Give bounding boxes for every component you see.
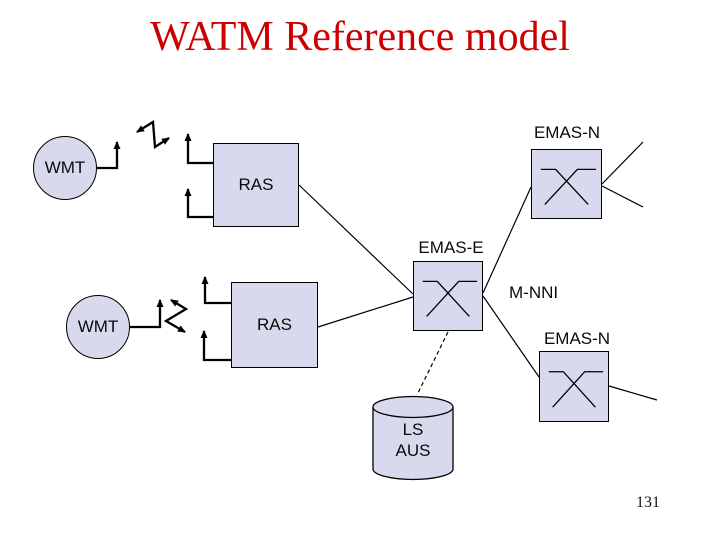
node-wmt-bottom: WMT — [66, 295, 130, 359]
node-emas-e — [413, 261, 483, 331]
link-emas-e-to-emas-n-top — [482, 186, 532, 294]
link-emas-e-to-emas-n-bottom — [482, 295, 540, 378]
link-ras-top-to-emas-e — [298, 184, 414, 295]
database-cylinder — [372, 395, 454, 481]
link-ras-bottom-to-emas-e — [317, 296, 414, 328]
wireless-link-icon-top — [136, 120, 170, 150]
emas-n-bottom-label: EMAS-N — [543, 329, 611, 348]
ras-bottom-label: RAS — [257, 315, 292, 334]
ras-top-label: RAS — [238, 175, 274, 194]
node-emas-n-top — [531, 149, 602, 219]
emas-e-label: EMAS-E — [418, 238, 484, 257]
antenna-icon-ras-bottom-1 — [201, 276, 231, 305]
switch-icon — [548, 371, 604, 408]
wmt-top-label: WMT — [44, 158, 86, 177]
antenna-icon-ras-top-2 — [184, 188, 213, 219]
page-number: 131 — [636, 494, 660, 511]
antenna-icon-ras-top-1 — [184, 133, 213, 165]
slide-title: WATM Reference model — [150, 14, 570, 60]
antenna-icon-wmt-top — [97, 141, 121, 170]
wmt-bottom-label: WMT — [77, 317, 119, 336]
link-emas-n-bottom-right — [608, 385, 658, 401]
link-emas-n-top-upper-right — [601, 141, 644, 185]
antenna-icon-wmt-bottom — [130, 299, 164, 329]
node-emas-n-bottom — [539, 351, 609, 422]
switch-icon — [422, 280, 478, 317]
node-ras-bottom: RAS — [231, 282, 318, 368]
antenna-icon-ras-bottom-2 — [200, 330, 231, 362]
ls-aus-label: LS AUS — [373, 419, 453, 461]
ls-aus-label-line2: AUS — [395, 441, 431, 460]
link-emas-n-top-lower-right — [601, 185, 644, 208]
node-wmt-top: WMT — [33, 136, 97, 200]
ls-aus-label-line1: LS — [402, 420, 424, 439]
wireless-link-icon-bottom — [163, 299, 189, 333]
dashed-link-emas-e-to-ls-aus — [416, 331, 449, 396]
emas-n-top-label: EMAS-N — [533, 123, 601, 142]
switch-icon — [540, 168, 597, 205]
m-nni-label: M-NNI — [509, 283, 559, 302]
node-ras-top: RAS — [213, 143, 299, 227]
